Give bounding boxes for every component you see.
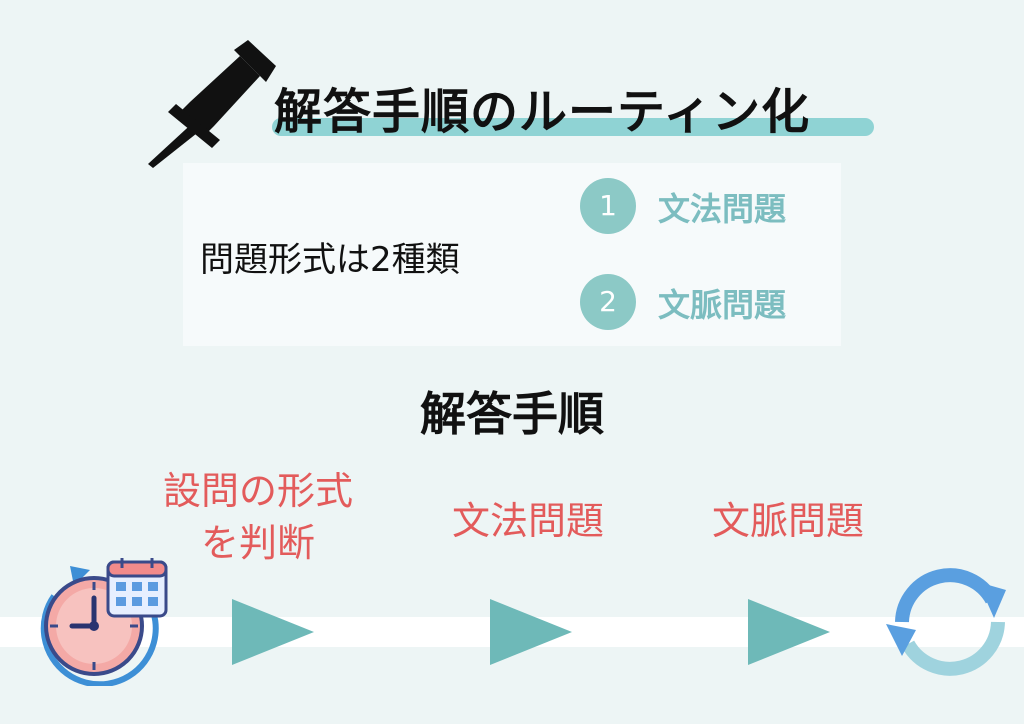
title-underline <box>272 118 874 136</box>
refresh-cycle-icon <box>886 568 1006 676</box>
type-label-context: 文脈問題 <box>658 286 787 324</box>
info-panel <box>183 163 841 346</box>
type-label-grammar: 文法問題 <box>658 190 787 228</box>
arrow-right-icon <box>232 599 314 665</box>
step-label-1: 設問の形式 を判断 <box>128 465 388 569</box>
format-count-text: 問題形式は2種類 <box>200 240 460 280</box>
step-label-1-line2: を判断 <box>200 521 315 565</box>
step-label-1-line1: 設問の形式 <box>162 469 353 513</box>
step-label-2: 文法問題 <box>451 499 604 543</box>
arrow-right-icon <box>490 599 572 665</box>
number-badge-1: 1 <box>580 178 636 234</box>
pushpin-icon <box>148 40 276 168</box>
clock-calendar-icon <box>40 558 168 686</box>
number-badge-2: 2 <box>580 274 636 330</box>
arrow-right-icon <box>748 599 830 665</box>
step-label-3: 文脈問題 <box>711 499 864 543</box>
steps-heading: 解答手順 <box>420 387 604 441</box>
page-title: 解答手順のルーティン化 <box>274 84 811 140</box>
